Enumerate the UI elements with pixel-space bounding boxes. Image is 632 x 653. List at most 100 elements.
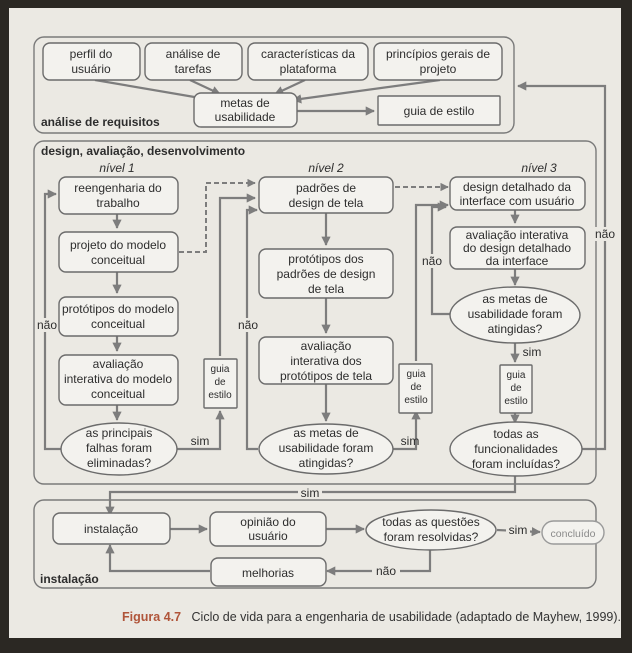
svg-text:foram resolvidas?: foram resolvidas? [384,530,479,544]
level2-label: nível 2 [308,161,344,175]
svg-text:estilo: estilo [504,396,528,407]
svg-text:opinião do: opinião do [240,515,296,529]
svg-text:padrões de: padrões de [296,181,356,195]
svg-text:da interface: da interface [486,254,549,268]
svg-text:projeto do modelo: projeto do modelo [70,238,166,252]
svg-text:instalação: instalação [84,522,138,536]
requirements-title: análise de requisitos [41,115,160,129]
svg-text:interativa do modelo: interativa do modelo [64,372,172,386]
svg-text:falhas foram: falhas foram [86,441,152,455]
svg-text:protótipos dos: protótipos dos [288,252,363,266]
conceptual-evaluation-box: avaliação interativa do modelo conceitua… [58,354,179,406]
svg-text:princípios gerais de: princípios gerais de [386,47,490,61]
svg-text:trabalho: trabalho [96,196,140,210]
svg-text:do design detalhado: do design detalhado [463,241,571,255]
svg-text:avaliação: avaliação [301,339,352,353]
level3-style-guide: guia de estilo [499,364,533,414]
reengineering-box: reengenharia do trabalho [58,176,179,215]
style-guide-box: guia de estilo [377,95,501,126]
svg-text:guia de estilo: guia de estilo [404,104,475,118]
edge-labels: não sim não sim não sim não sim [36,227,616,500]
svg-text:usuário: usuário [248,529,288,543]
svg-text:conceitual: conceitual [91,387,145,401]
level1-decision: as principais falhas foram eliminadas? [60,422,178,476]
level2-no-label: não [238,318,258,332]
figure-caption: Figura 4.7 Ciclo de vida para a engenhar… [122,608,621,625]
improvements-box: melhorias [210,557,327,587]
svg-text:usabilidade foram: usabilidade foram [468,307,563,321]
platform-box: características da plataforma [247,42,369,81]
svg-text:usabilidade foram: usabilidade foram [279,441,374,455]
level1-yes-label: sim [191,434,210,448]
svg-text:estilo: estilo [404,395,428,406]
level2-decision: as metas de usabilidade foram atingidas? [258,423,394,475]
screen-prototypes-box: protótipos dos padrões de design de tela [258,248,394,299]
svg-text:de: de [510,383,522,394]
svg-text:funcionalidades: funcionalidades [474,442,557,456]
svg-text:plataforma: plataforma [280,62,337,76]
conceptual-model-box: projeto do modelo conceitual [58,231,179,273]
svg-text:interativa dos: interativa dos [290,354,361,368]
level1-style-guide: guia de estilo [203,358,238,409]
functionality-yes-label: sim [301,486,320,500]
svg-text:projeto: projeto [420,62,457,76]
svg-text:reengenharia do: reengenharia do [74,181,162,195]
svg-text:padrões de design: padrões de design [277,267,376,281]
svg-text:atingidas?: atingidas? [299,456,354,470]
installation-no-label: não [376,564,396,578]
screen-standards-box: padrões de design de tela [258,176,394,214]
svg-text:metas de: metas de [220,96,270,110]
svg-text:guia: guia [407,369,426,380]
svg-text:atingidas?: atingidas? [488,322,543,336]
profile-box: perfil do usuário [42,42,141,81]
svg-text:as principais: as principais [86,426,153,440]
svg-text:estilo: estilo [208,390,232,401]
svg-text:conceitual: conceitual [91,253,145,267]
svg-text:tarefas: tarefas [175,62,212,76]
user-feedback-box: opinião do usuário [209,511,327,547]
design-title: design, avaliação, desenvolvimento [41,144,245,158]
level2-style-guide: guia de estilo [398,363,433,414]
svg-text:protótipos de tela: protótipos de tela [280,369,372,383]
usability-goals-box: metas de usabilidade [193,92,298,128]
level3-no-label: não [422,254,442,268]
svg-text:foram incluídas?: foram incluídas? [472,457,560,471]
svg-text:as metas de: as metas de [482,292,548,306]
svg-text:perfil do: perfil do [70,47,113,61]
svg-text:de: de [410,382,422,393]
detailed-design-box: design detalhado da interface com usuári… [449,176,586,211]
conceptual-prototypes-box: protótipos do modelo conceitual [58,296,179,337]
screen-evaluation-box: avaliação interativa dos protótipos de t… [258,336,394,385]
figure-number: Figura 4.7 [122,610,181,624]
svg-text:usuário: usuário [71,62,111,76]
svg-text:avaliação interativa: avaliação interativa [466,228,569,242]
figure-caption-text: Ciclo de vida para a engenharia de usabi… [192,610,621,624]
installation-title: instalação [40,572,99,586]
principles-box: princípios gerais de projeto [373,42,503,81]
install-box: instalação [52,512,171,545]
level3-label: nível 3 [521,161,557,175]
svg-text:conceitual: conceitual [91,317,145,331]
level3-yes-label: sim [523,345,542,359]
level1-no-label: não [37,318,57,332]
svg-text:concluído: concluído [551,528,596,540]
svg-text:guia: guia [507,370,526,381]
svg-text:design de tela: design de tela [289,196,364,210]
svg-text:protótipos do modelo: protótipos do modelo [62,302,174,316]
svg-text:design detalhado da: design detalhado da [463,180,571,194]
functionality-no-label: não [595,227,615,241]
svg-text:de: de [214,377,226,388]
functionality-decision: todas as funcionalidades foram incluídas… [449,421,583,477]
svg-text:todas as: todas as [493,427,538,441]
installation-yes-label: sim [509,523,528,537]
svg-text:eliminadas?: eliminadas? [87,456,151,470]
svg-text:todas as questões: todas as questões [382,515,479,529]
svg-text:características da: características da [261,47,355,61]
svg-text:guia: guia [211,364,230,375]
done-terminal: concluído [541,520,605,545]
issues-decision: todas as questões foram resolvidas? [365,509,497,551]
svg-text:usabilidade: usabilidade [215,110,276,124]
requirements-group [33,36,515,134]
